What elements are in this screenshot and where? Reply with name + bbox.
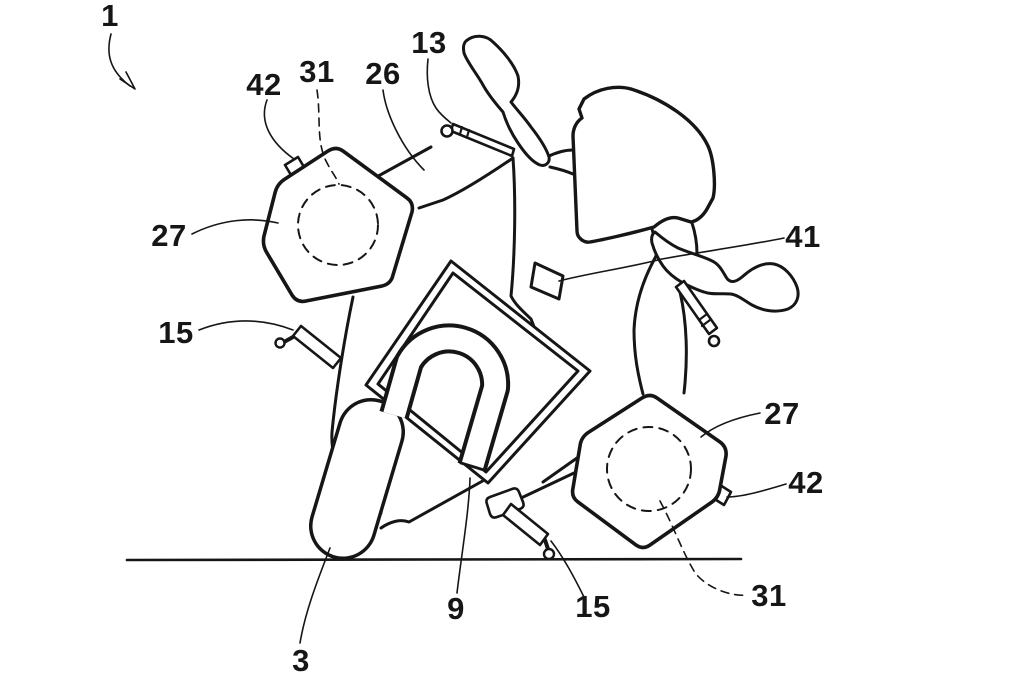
reference-label-ref-15-bottom: 15 xyxy=(575,589,611,624)
leader-ref-9 xyxy=(456,477,471,594)
reference-label-ref-41: 41 xyxy=(785,219,821,254)
leader-ref-3 xyxy=(299,547,331,644)
reference-label-ref-31-right: 31 xyxy=(751,578,787,613)
leader-ref-31-left xyxy=(316,89,340,185)
left-lever-tick-1 xyxy=(458,125,464,136)
right-grip-shape xyxy=(650,230,800,313)
left-footpeg xyxy=(291,324,343,370)
reference-label-ref-1: 1 xyxy=(101,0,119,33)
tail-right-edge xyxy=(678,290,688,395)
left-footpeg-stem xyxy=(282,335,295,344)
reference-label-ref-27-left: 27 xyxy=(151,218,187,253)
left-footpeg-ball xyxy=(274,337,286,349)
right-axle-dashed-circle xyxy=(606,426,692,512)
left-axle-dashed-circle xyxy=(297,184,379,266)
windshield-connector-upper xyxy=(545,148,575,159)
leader-ref-41 xyxy=(558,237,785,282)
leader-ref-15-left xyxy=(198,320,294,331)
right-lever-bar xyxy=(674,279,719,336)
leader-ref-1-arrow xyxy=(108,33,131,87)
left-lever-tick-2 xyxy=(465,128,471,139)
leader-ref-15-bottom xyxy=(550,540,585,598)
leader-ref-1-arrowhead xyxy=(119,71,136,90)
reference-label-ref-9: 9 xyxy=(447,591,465,626)
leader-ref-27-right xyxy=(700,412,761,438)
reference-label-ref-3: 3 xyxy=(292,643,310,678)
part-41-plate xyxy=(529,261,565,301)
right-footpeg-stem xyxy=(543,538,550,551)
motorcycle-body-outline xyxy=(330,145,699,530)
fairing-top-edge xyxy=(417,156,515,210)
tail-left-edge xyxy=(632,227,659,396)
windshield-neck-line xyxy=(690,221,699,256)
left-lever-assembly xyxy=(440,122,516,158)
windshield xyxy=(571,85,717,244)
leader-ref-13 xyxy=(426,58,452,124)
left-hexagon-slider xyxy=(261,146,415,304)
left-mirror-shape xyxy=(461,34,551,167)
right-footpeg-assembly xyxy=(501,502,556,561)
front-wheel-fill xyxy=(312,401,402,557)
right-footpeg xyxy=(501,502,550,547)
swingarm-line xyxy=(541,456,579,484)
leader-ref-42-left xyxy=(263,99,295,160)
reference-label-ref-15-left: 15 xyxy=(158,315,194,350)
front-fender-tube-inner xyxy=(383,327,507,471)
right-lever-assembly xyxy=(674,279,721,348)
right-lever-tick-2 xyxy=(700,318,712,328)
right-hexagon-slider xyxy=(570,393,728,550)
fairing-panel-26-edge xyxy=(369,145,433,182)
tail-bottom-edge xyxy=(379,476,490,530)
reference-label-ref-27-right: 27 xyxy=(764,396,800,431)
right-footpeg-ball xyxy=(542,547,556,561)
leader-ref-42-right xyxy=(726,483,787,498)
ground-line xyxy=(125,557,743,562)
leader-ref-31-right xyxy=(659,500,748,596)
windshield-connector-lower xyxy=(548,165,575,176)
left-lever-ball-end xyxy=(440,124,454,138)
reference-label-ref-42-right: 42 xyxy=(788,465,824,500)
leader-lines xyxy=(108,33,787,644)
reference-label-ref-31-left: 31 xyxy=(299,54,335,89)
leader-ref-26 xyxy=(382,89,425,171)
reference-label-ref-26: 26 xyxy=(365,56,401,91)
reference-label-ref-13: 13 xyxy=(411,25,447,60)
leader-ref-27-left xyxy=(191,219,279,235)
reference-label-ref-42-left: 42 xyxy=(246,67,282,102)
fork-leg-end-cap xyxy=(459,461,486,472)
left-footpeg-assembly xyxy=(274,324,343,370)
right-lever-ball-end xyxy=(707,334,721,348)
right-lever-tick-1 xyxy=(697,312,709,322)
seat-lower-line xyxy=(517,471,576,501)
